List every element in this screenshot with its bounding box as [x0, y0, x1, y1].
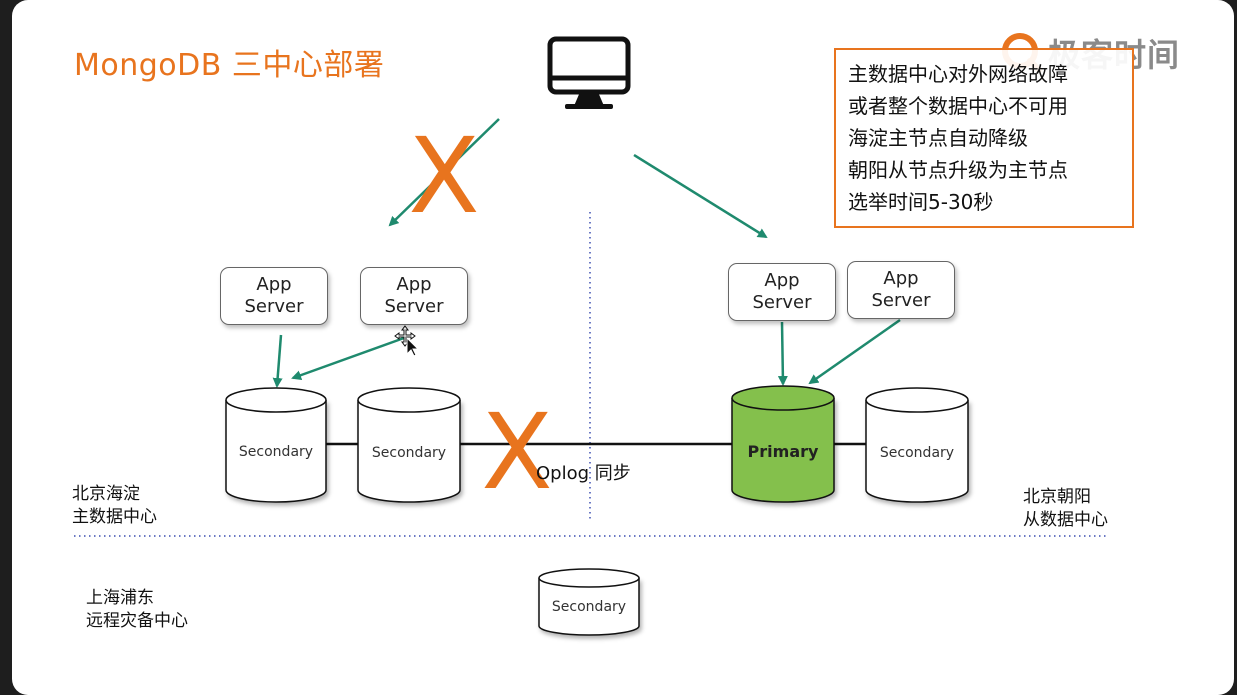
- note-line: 海淀主节点自动降级: [848, 126, 1028, 150]
- app-server-label: App: [883, 268, 919, 289]
- app-server-label: Server: [752, 292, 812, 313]
- app-server-label: Server: [244, 296, 304, 317]
- app-server-label: App: [396, 274, 432, 295]
- failure-mark-replication: X: [481, 391, 552, 513]
- app-server-label: Server: [384, 296, 444, 317]
- note-line: 选举时间5-30秒: [848, 190, 994, 214]
- center-label-haidian: 北京海淀 主数据中心: [72, 483, 157, 529]
- center-name: 北京朝阳: [1023, 487, 1091, 507]
- center-label-pudong: 上海浦东 远程灾备中心: [86, 587, 188, 633]
- diagram-canvas: Secondary Secondary Primary Secondary Se…: [74, 36, 1106, 636]
- app-server-haidian-2: App Server: [360, 267, 468, 325]
- database-icon: [865, 387, 969, 503]
- app-server-chaoyang-2: App Server: [847, 261, 955, 319]
- center-name: 上海浦东: [86, 588, 154, 608]
- database-icon: [538, 568, 640, 636]
- note-line: 或者整个数据中心不可用: [848, 94, 1068, 118]
- center-label-chaoyang: 北京朝阳 从数据中心: [1023, 486, 1108, 532]
- app1-to-secondary-arrow: [272, 334, 283, 388]
- note-line: 主数据中心对外网络故障: [848, 62, 1068, 86]
- database-icon: [731, 385, 835, 503]
- node-haidian-secondary-2: Secondary: [372, 445, 446, 461]
- monitor-icon: [547, 36, 631, 109]
- center-role: 从数据中心: [1023, 510, 1108, 530]
- failure-mark-network: X: [408, 115, 479, 237]
- slide: MongoDB 三中心部署: [12, 0, 1234, 695]
- center-role: 主数据中心: [72, 507, 157, 527]
- center-role: 远程灾备中心: [86, 611, 188, 631]
- move-cursor-icon: [394, 325, 420, 357]
- failover-note: 主数据中心对外网络故障 或者整个数据中心不可用 海淀主节点自动降级 朝阳从节点升…: [834, 48, 1134, 228]
- oplog-sync-label: Oplog 同步: [536, 463, 631, 484]
- node-haidian-secondary-1: Secondary: [239, 444, 313, 460]
- database-icon: [225, 387, 327, 503]
- app-server-haidian-1: App Server: [220, 267, 328, 325]
- app2-to-secondary-arrow: [291, 336, 405, 380]
- app-server-chaoyang-1: App Server: [728, 263, 836, 321]
- node-chaoyang-secondary: Secondary: [880, 445, 954, 461]
- client-to-haidian-arrow: [388, 118, 500, 227]
- app3-to-primary-arrow: [777, 321, 788, 386]
- node-chaoyang-primary: Primary: [748, 442, 819, 461]
- center-name: 北京海淀: [72, 484, 140, 504]
- note-line: 朝阳从节点升级为主节点: [848, 158, 1068, 182]
- app-server-label: App: [764, 270, 800, 291]
- node-pudong-secondary: Secondary: [552, 599, 626, 615]
- app-server-label: App: [256, 274, 292, 295]
- app-server-label: Server: [871, 290, 931, 311]
- app4-to-primary-arrow: [808, 318, 901, 385]
- client-to-chaoyang-arrow: [633, 153, 768, 239]
- database-icon: [357, 387, 461, 503]
- page-title: MongoDB 三中心部署: [74, 48, 385, 83]
